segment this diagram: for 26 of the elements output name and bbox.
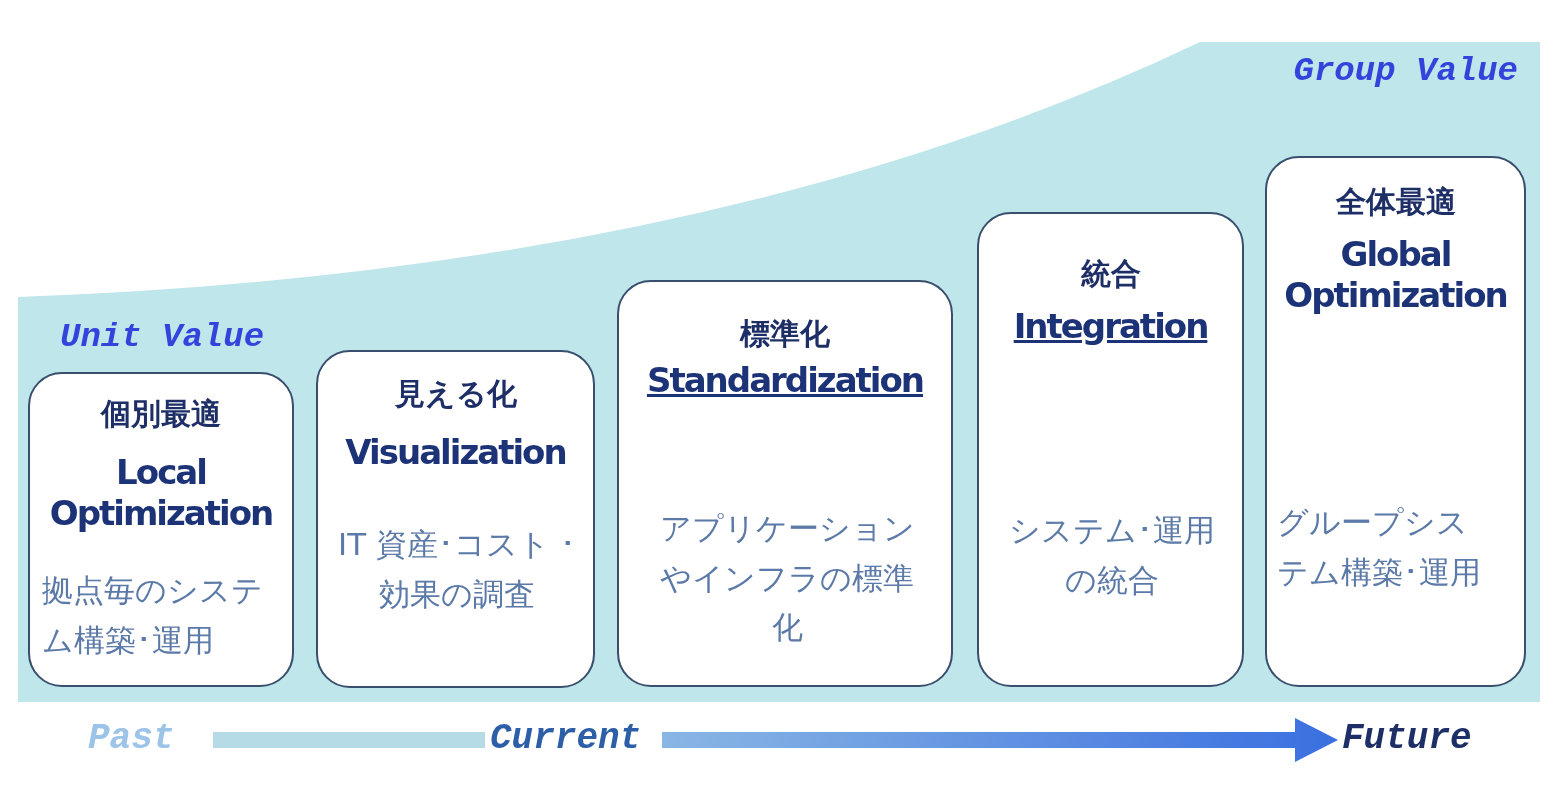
stage-description: 拠点毎のシステム構築･運用	[42, 571, 264, 660]
timeline-label: Future	[1342, 718, 1472, 759]
stage-box	[977, 212, 1244, 687]
stage-description: グループシステム構築･運用	[1277, 503, 1482, 592]
stage-description: IT 資産･コスト ･効果の調査	[338, 525, 576, 614]
stage-box	[617, 280, 953, 687]
stage-heading: 個別最適	[99, 395, 222, 433]
stage-title: Local Optimization	[48, 452, 274, 534]
stage-description: システム･運用の統合	[1008, 511, 1216, 600]
band-title: Group Value	[1293, 52, 1518, 90]
timeline-label: Current	[490, 718, 642, 759]
stage-title: Standardization	[645, 360, 925, 401]
stage-title: Integration	[1012, 306, 1209, 347]
stage-heading: 全体最適	[1334, 183, 1457, 221]
value-band	[18, 42, 1540, 702]
stage-box	[316, 350, 595, 688]
stage-heading: 見える化	[393, 375, 518, 413]
stage-heading: 統合	[1079, 255, 1142, 293]
stage-box	[1265, 156, 1526, 687]
stage-description: アプリケーションやインフラの標準化	[658, 509, 916, 648]
band-title: Unit Value	[60, 318, 265, 356]
stage-heading: 標準化	[738, 315, 831, 353]
stage-title: Global Optimization	[1283, 234, 1508, 316]
stage-box	[28, 372, 294, 687]
stage-title: Visualization	[344, 432, 567, 473]
timeline-label: Past	[88, 718, 175, 759]
